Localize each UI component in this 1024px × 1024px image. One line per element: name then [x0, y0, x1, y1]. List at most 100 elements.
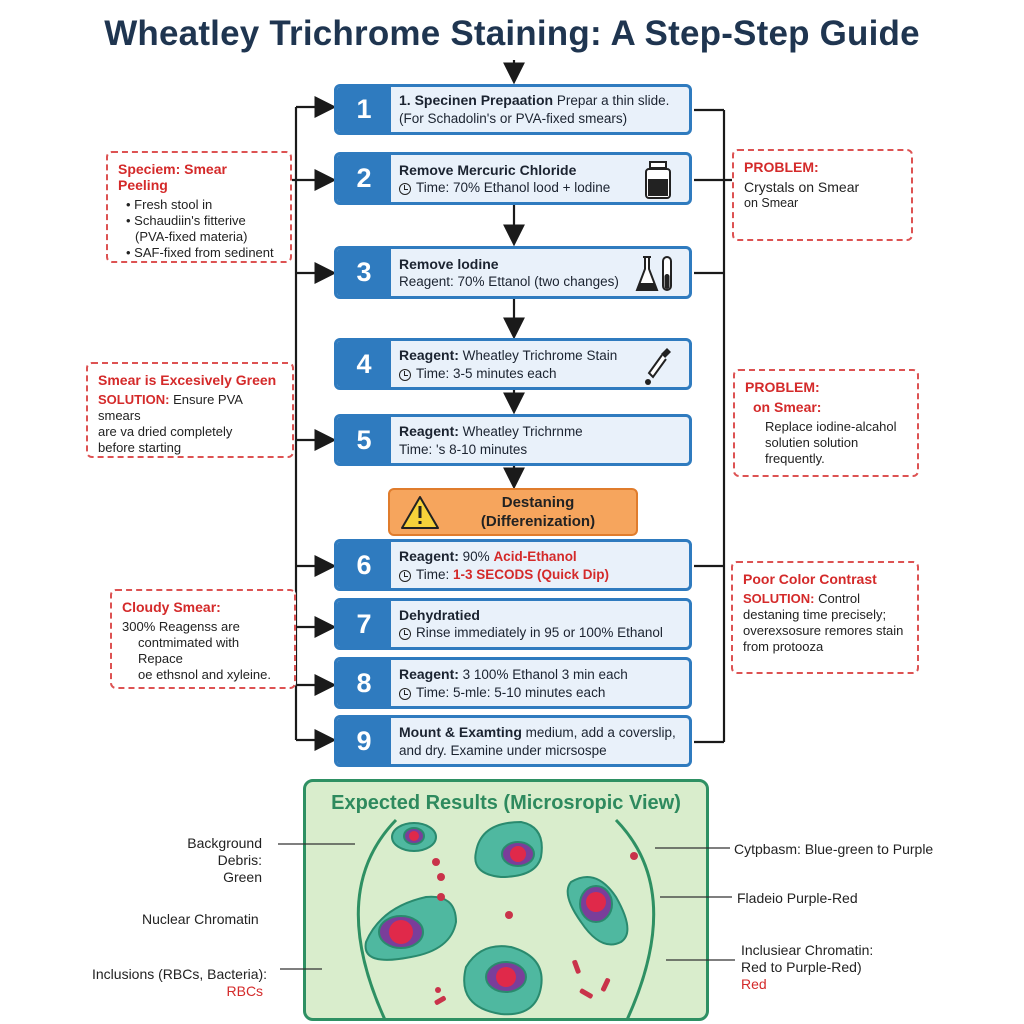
warning-icon — [401, 496, 439, 529]
label-cytoplasm: Cytpbasm: Blue-green to Purple — [734, 841, 934, 857]
callout-line: from protooza — [743, 639, 824, 654]
destaining-warning: Destaning(Differenization) — [388, 488, 638, 536]
reagent-label: Reagent: — [399, 665, 459, 682]
clock-icon — [399, 368, 411, 381]
step-detail: Time: 3-5 minutes each — [416, 365, 557, 381]
step-title: Mount & Examting — [399, 723, 522, 740]
step-number: 7 — [337, 601, 391, 647]
trophozoite-cell — [566, 876, 629, 946]
step-number: 1 — [337, 87, 391, 132]
step-title-extra: medium, add a coverslip, — [521, 724, 676, 740]
results-title: Expected Results (Microsropic View) — [331, 792, 681, 814]
step-1: 1 1. Specinen Prepaation Prepar a thin s… — [334, 84, 692, 135]
step-5: 5 Reagent: Wheatley Trichrnme Time: 's 8… — [334, 414, 692, 466]
label-nuclear-chromatin: Nuclear Chromatin — [142, 911, 259, 927]
dropper-icon — [645, 348, 671, 385]
step-number: 6 — [337, 542, 391, 588]
step-9: 9 Mount & Examting medium, add a coversl… — [334, 715, 692, 767]
trophozoite-cell — [463, 945, 543, 1016]
callout-line: before starting — [98, 440, 182, 455]
step-number: 5 — [337, 417, 391, 463]
callout-cloudy-smear: Cloudy Smear: 300% Reagenss are contmima… — [110, 589, 296, 689]
step-detail: 1-3 SECODS (Quick Dip) — [453, 566, 610, 582]
page-title: Wheatley Trichrome Staining: A Step-Step… — [104, 14, 920, 53]
callout-title: PROBLEM: — [744, 159, 819, 175]
step-detail: and dry. Examine under micrsospe — [399, 742, 607, 758]
step-8: 8 Reagent: 3 100% Ethanol 3 min each Tim… — [334, 657, 692, 709]
callout-title: Smear is Excesively Green — [98, 372, 277, 388]
step-number: 4 — [337, 341, 391, 387]
step-3: 3 Remove lodine Reagent: 70% Ettanol (tw… — [334, 246, 692, 299]
step-number: 9 — [337, 718, 391, 764]
step-detail: Time: 70% Ethanol lood + lodine — [416, 179, 611, 195]
callout-line: Crystals on Smear — [744, 179, 860, 195]
step-title: 3 100% Ethanol 3 min each — [458, 666, 628, 682]
callout-title: PROBLEM: — [745, 379, 820, 395]
destaining-title: Destaning — [501, 494, 575, 511]
flask-test-tube-icon — [635, 256, 672, 291]
callout-problem-smear: PROBLEM: on Smear: Replace iodine-alcaho… — [733, 369, 919, 477]
callout-line: destaning time precisely; — [743, 607, 887, 622]
inclusion-dots — [432, 852, 638, 1005]
reagent-label: Reagent: — [399, 346, 459, 363]
step-title: 1. Specinen Prepaation — [399, 92, 554, 108]
callout-line: Replace iodine-alcahol — [765, 419, 897, 434]
step-7: 7 Dehydratied Rinse immediately in 95 or… — [334, 598, 692, 650]
callout-item: • Fresh stool in — [126, 197, 213, 212]
step-title: 90% — [458, 548, 494, 564]
step-2: 2 Remove Mercuric Chloride Time: 70% Eth… — [334, 152, 692, 205]
callout-line: overexsosure remores stain — [743, 623, 904, 638]
reagent-label: Reagent: — [399, 547, 459, 564]
step-detail: Time: 's 8-10 minutes — [399, 441, 528, 457]
expected-results-panel: Expected Results (Microsropic View) — [303, 779, 709, 1021]
label-inclusion-chromatin: Inclusiear Chromatin: Red to Purple-Red)… — [741, 942, 874, 992]
callout-smear-peeling: Speciem: Smear Peeling • Fresh stool in … — [106, 151, 292, 263]
step-number: 3 — [337, 249, 391, 296]
clock-icon — [399, 569, 411, 582]
callout-line: solutien solution — [765, 435, 859, 450]
callout-title: Poor Color Contrast — [743, 571, 877, 587]
callout-line: 300% Reagenss are — [122, 619, 240, 634]
step-number: 8 — [337, 660, 391, 706]
step-title: Dehydratied — [399, 607, 480, 623]
label-flagella: Fladeio Purple-Red — [737, 890, 858, 906]
solution-text: Ensure PVA smears — [98, 392, 243, 423]
trophozoite-cell — [474, 820, 543, 879]
step-title: Wheatley Trichrome Stain — [458, 347, 618, 363]
step-title: Wheatley Trichrnme — [458, 423, 583, 439]
step-title-highlight: Acid-Ethanol — [493, 548, 577, 564]
step-number: 2 — [337, 155, 391, 202]
clock-icon — [399, 182, 411, 195]
callout-line: arе va dried completely — [98, 424, 233, 439]
label-inclusions: Inclusions (RBCs, Bacteria): RBCs — [92, 966, 268, 999]
callout-item: • Schaudiin's fitterive — [126, 213, 246, 228]
step-6: 6 Reagent: 90% Acid-Ethanol Time: 1-3 SE… — [334, 539, 692, 591]
trophozoite-cell — [391, 822, 437, 852]
solution-label: SOLUTION: — [98, 392, 170, 407]
reagent-bottle-icon — [645, 161, 671, 199]
solution-text: Control — [814, 591, 861, 606]
callout-title: Cloudy Smear: — [122, 599, 221, 615]
trophozoite-cell — [364, 895, 458, 961]
callout-item: (PVA-fixed materia) — [135, 229, 248, 244]
callout-color-contrast: Poor Color Contrast SOLUTION: Control de… — [731, 561, 919, 674]
solution-label: SOLUTION: — [743, 591, 815, 606]
callout-line: on Smear — [744, 196, 799, 210]
callout-line: contmimated with Repace — [138, 635, 240, 666]
clock-icon — [399, 687, 411, 700]
label-background-debris: Background Debris:Green — [187, 835, 262, 885]
callout-line: frequently. — [765, 451, 825, 466]
callout-crystals: PROBLEM: Crystals on Smear on Smear — [732, 149, 913, 241]
callout-excessively-green: Smear is Excesively Green SOLUTION: Ensu… — [86, 362, 294, 458]
reagent-label: Reagent: — [399, 422, 459, 439]
step-detail: Rinse immediately in 95 or 100% Ethanol — [416, 625, 663, 640]
step-title: Remove Mercuric Chloride — [399, 161, 577, 178]
step-title: Remove lodine — [399, 255, 499, 272]
callout-title: Speciem: Smear Peeling — [118, 161, 227, 193]
step-title-extra: Prepar a thin slide. — [553, 93, 670, 108]
step-detail: Reagent: 70% Ettanol (two changes) — [399, 273, 619, 289]
callout-line: oe ethsnol and xyleine. — [138, 667, 271, 682]
microscope-view — [356, 818, 656, 1018]
step-4: 4 Reagent: Wheatley Trichrome Stain Time… — [334, 338, 692, 390]
